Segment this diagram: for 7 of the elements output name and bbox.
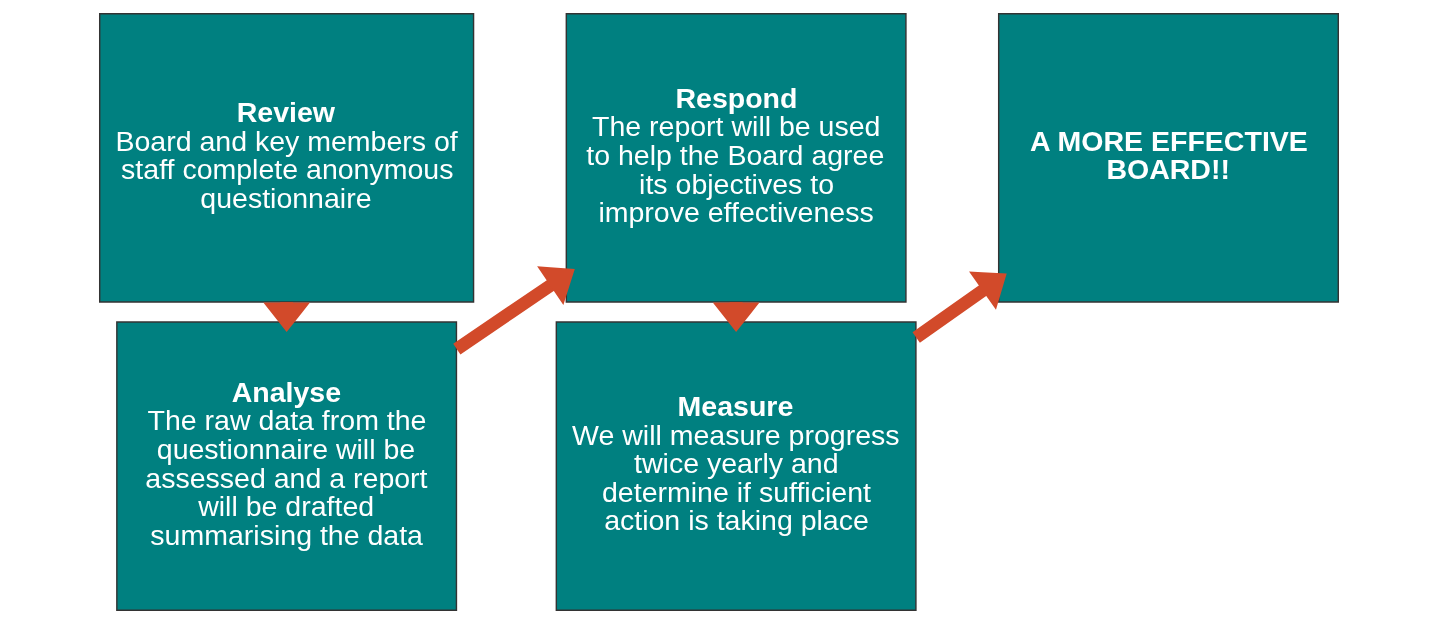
node-box: Review Board and key members of staff complete anonymous questionnaire: [98, 13, 474, 303]
node-box: Measure We will measure progress twice yearly and determine if sufficient action is taking place: [555, 321, 917, 611]
node-box: Respond The report will be used to help the Board agree its objectives to improve effectiveness: [565, 13, 907, 303]
arrow: [452, 266, 575, 355]
node-box: A MORE EFFECTIVE BOARD!!: [997, 13, 1339, 303]
arrow: [911, 271, 1007, 343]
node-box: Analyse The raw data from the questionnaire will be assessed and a report will be drafted summarising the data: [115, 321, 457, 611]
